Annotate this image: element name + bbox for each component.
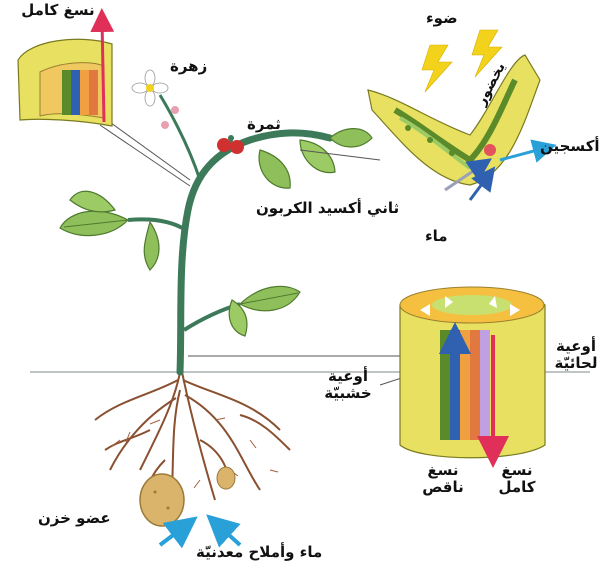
label-full-sap: نسغ كامل xyxy=(492,462,542,497)
branch-left xyxy=(128,219,186,230)
water-arrow-right xyxy=(218,525,240,545)
leaf-cluster-left xyxy=(60,191,159,270)
label-fruit: ثمرة xyxy=(247,116,281,133)
label-light: ضوء xyxy=(426,10,458,27)
label-xylem-vessels: أوعية خشبيّة xyxy=(318,368,378,403)
label-storage-organ: عضو خزن xyxy=(38,510,111,527)
label-co2: ثاني أكسيد الكربون xyxy=(256,200,399,217)
tuber xyxy=(140,474,184,526)
leaf-section xyxy=(368,55,545,200)
phloem-arrow-top xyxy=(102,20,104,122)
flower xyxy=(132,70,179,129)
main-stem xyxy=(180,133,330,372)
water-arrow-left xyxy=(160,526,185,545)
small-tuber xyxy=(217,467,235,489)
stem-section-bottom-right xyxy=(400,287,545,458)
label-raw-sap: نسغ ناقص xyxy=(418,462,468,497)
root-system xyxy=(95,372,290,520)
stem-section-top-left xyxy=(18,20,112,126)
label-water-leaf: ماء xyxy=(425,228,448,245)
label-phloem-top: نسغ كامل xyxy=(8,2,108,19)
label-flower: زهرة xyxy=(170,58,207,75)
branch-flowers xyxy=(160,95,200,180)
label-oxygen: أكسجين xyxy=(540,138,600,155)
leaf-cluster-right xyxy=(229,286,300,336)
label-water-minerals: ماء وأملاح معدنيّة xyxy=(196,544,322,561)
label-phloem-vessels: أوعية لحائيّة xyxy=(548,338,604,373)
